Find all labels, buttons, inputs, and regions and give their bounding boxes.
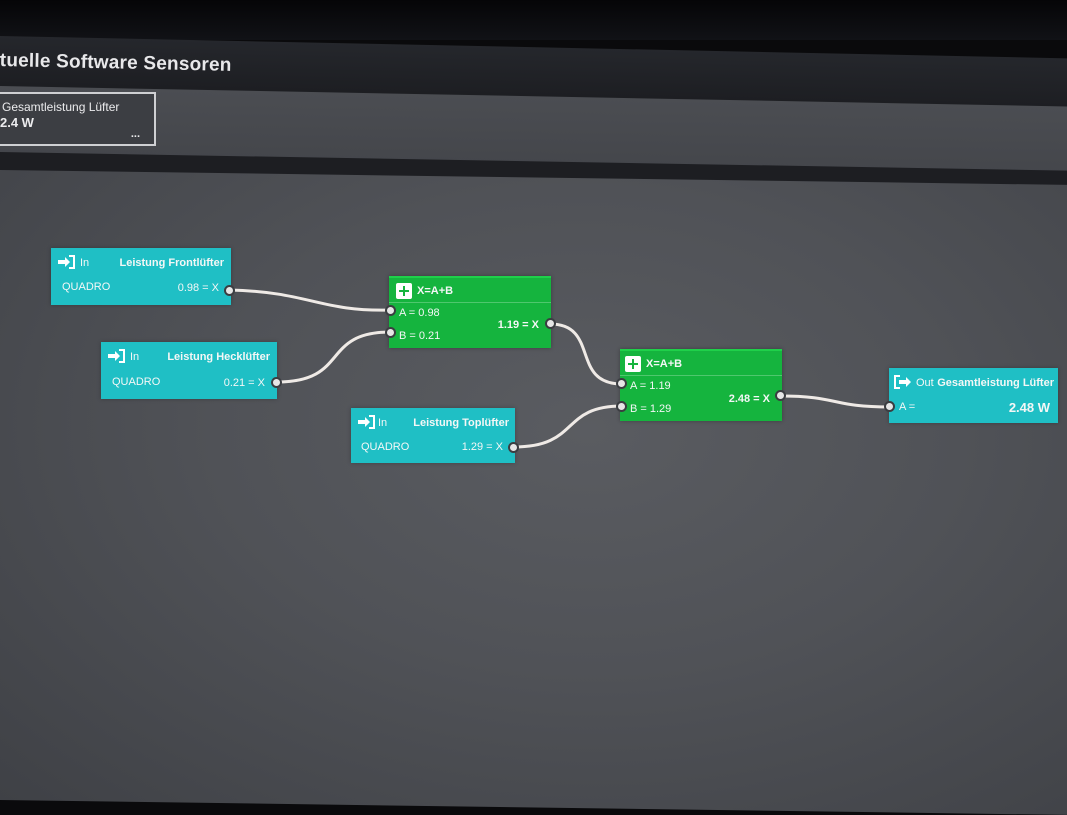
node-input-a: A = 0.98 [399, 307, 440, 319]
wire-add1-to-add2-a [548, 322, 624, 386]
node-header-separator [389, 302, 551, 303]
sign-in-icon [58, 255, 75, 269]
node-out-total-fan-power[interactable]: Out Gesamtleistung Lüfter A = 2.48 W [889, 368, 1058, 423]
node-formula: X=A+B [417, 285, 454, 297]
port-add2-input-b[interactable] [616, 401, 627, 412]
node-add-2[interactable]: X=A+B A = 1.19 B = 1.29 2.48 = X [620, 349, 782, 421]
node-output-value: 1.19 = X [497, 319, 539, 331]
wire-front-to-add1-a [228, 288, 393, 312]
node-formula: X=A+B [646, 358, 683, 370]
sign-in-icon [108, 349, 125, 363]
port-add1-output[interactable] [545, 318, 556, 329]
screen-bezel [0, 0, 1067, 40]
node-title: Leistung Hecklüfter [167, 351, 270, 363]
port-add2-output[interactable] [775, 390, 786, 401]
sign-out-icon [894, 375, 911, 389]
node-input-b: B = 1.29 [630, 403, 672, 415]
port-front-output[interactable] [224, 285, 235, 296]
wire-rear-to-add1-b [275, 330, 393, 384]
port-add2-input-a[interactable] [616, 378, 627, 389]
node-source: QUADRO [62, 281, 111, 293]
node-header-separator [620, 375, 782, 376]
port-add1-input-a[interactable] [385, 305, 396, 316]
port-top-output[interactable] [508, 442, 519, 453]
plus-square-icon [396, 283, 412, 299]
node-input-b: B = 0.21 [399, 330, 441, 342]
sensor-tile-total-fan-power[interactable]: Gesamtleistung Lüfter 2.4 W ... [0, 92, 156, 146]
sensor-tile-value: 2.4 W [0, 115, 34, 130]
node-add-1[interactable]: X=A+B A = 0.98 B = 0.21 1.19 = X [389, 276, 551, 348]
node-title: Leistung Toplüfter [413, 417, 509, 429]
node-output-value: 2.48 = X [728, 393, 770, 405]
node-kind-label: Out [916, 377, 934, 389]
node-output-value: 0.98 = X [177, 282, 219, 294]
node-source: QUADRO [361, 441, 410, 453]
node-kind-label: In [80, 257, 90, 269]
node-title: Leistung Frontlüfter [119, 257, 225, 269]
sensor-tile-name: Gesamtleistung Lüfter [2, 100, 120, 114]
sensor-tile-more-button[interactable]: ... [130, 128, 140, 140]
plus-square-icon [625, 356, 641, 372]
port-out-input-a[interactable] [884, 401, 895, 412]
node-input-a: A = 1.19 [630, 380, 671, 392]
node-input-a: A = [899, 401, 916, 413]
node-output-value: 1.29 = X [461, 441, 503, 453]
node-source: QUADRO [112, 376, 161, 388]
node-kind-label: In [130, 351, 140, 363]
node-in-top-fan[interactable]: In Leistung Toplüfter QUADRO 1.29 = X [351, 408, 515, 463]
sign-in-icon [358, 415, 375, 429]
wire-top-to-add2-b [512, 404, 624, 449]
node-kind-label: In [378, 417, 388, 429]
node-title: Gesamtleistung Lüfter [937, 377, 1054, 389]
node-in-rear-fan[interactable]: In Leistung Hecklüfter QUADRO 0.21 = X [101, 342, 277, 399]
port-add1-input-b[interactable] [385, 327, 396, 338]
port-rear-output[interactable] [271, 377, 282, 388]
wire-add2-to-out [778, 394, 892, 409]
node-result-value: 2.48 W [1008, 400, 1050, 415]
node-output-value: 0.21 = X [223, 377, 265, 389]
node-in-front-fan[interactable]: In Leistung Frontlüfter QUADRO 0.98 = X [51, 248, 231, 305]
